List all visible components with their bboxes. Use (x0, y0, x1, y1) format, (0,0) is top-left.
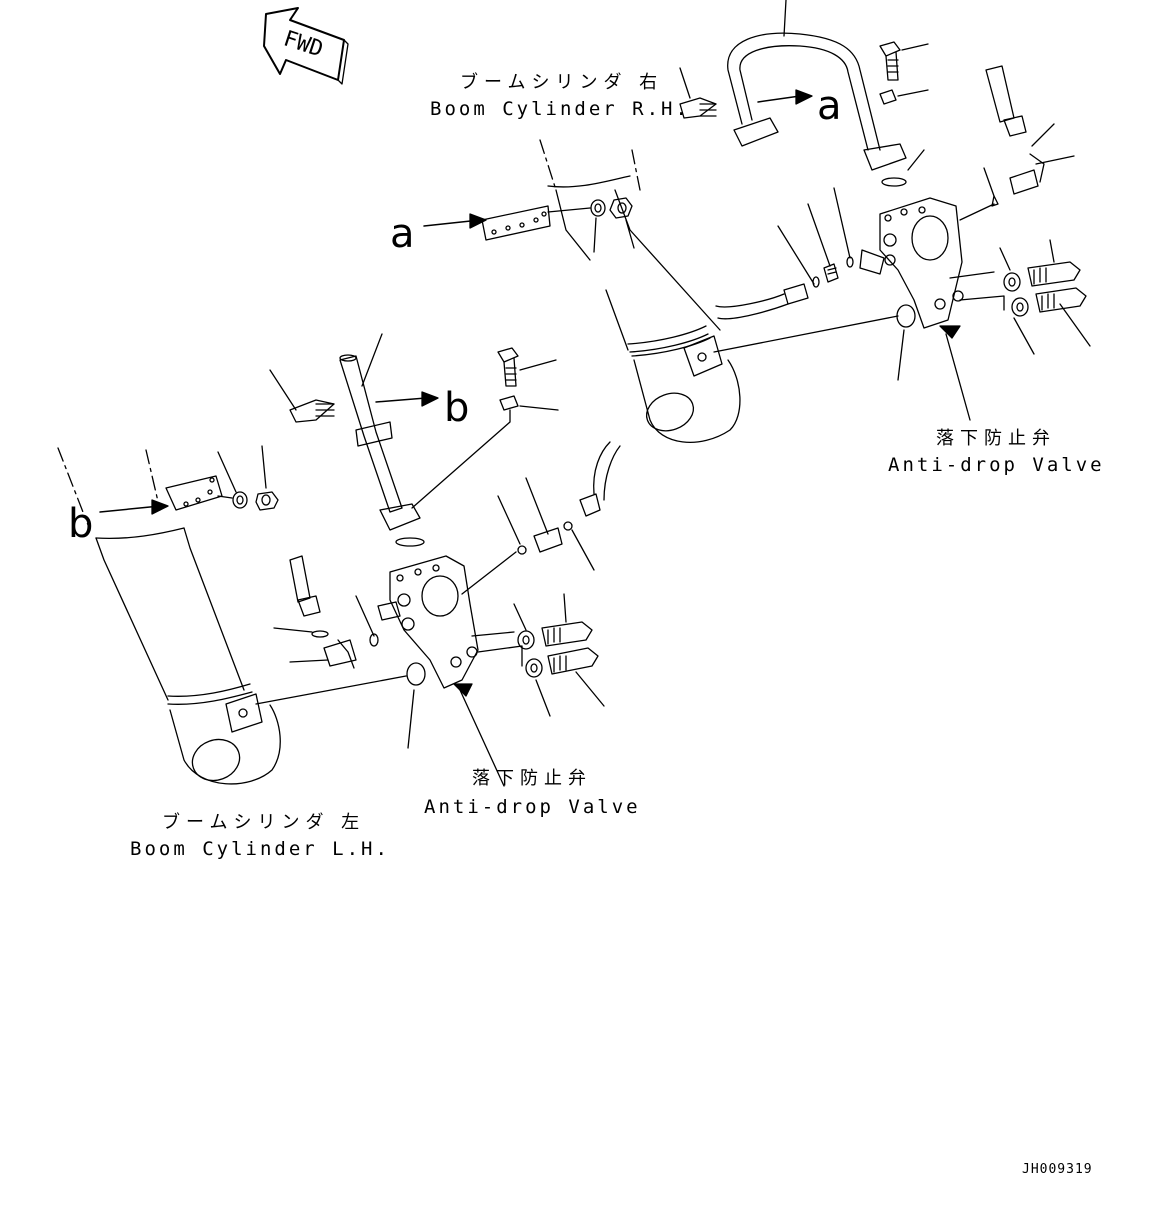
anti-drop-valve-rh (714, 66, 1090, 420)
bracket-b-lh (100, 446, 278, 514)
callout-b-right: b (444, 385, 470, 431)
anti-drop-valve-rh-jp-label: 落下防止弁 (936, 428, 1056, 449)
callout-a-left: a (390, 211, 415, 257)
pipe-lh (270, 334, 558, 546)
boom-cylinder-rh-en-label: Boom Cylinder R.H. (430, 98, 690, 120)
callout-a-right: a (817, 83, 842, 129)
boom-cylinder-lh-jp-label: ブームシリンダ 左 (162, 812, 366, 833)
bracket-a-rh (424, 198, 634, 252)
anti-drop-valve-lh-jp-label: 落下防止弁 (472, 768, 592, 789)
anti-drop-valve-lh-en-label: Anti-drop Valve (424, 796, 641, 818)
callout-b-left: b (68, 501, 94, 547)
document-id: JH009319 (1022, 1162, 1093, 1177)
anti-drop-valve-rh-en-label: Anti-drop Valve (888, 454, 1105, 476)
pipe-rh (680, 0, 928, 186)
boom-cylinder-rh-jp-label: ブームシリンダ 右 (460, 72, 664, 93)
boom-cylinder-lh (58, 448, 280, 787)
anti-drop-valve-lh (256, 442, 620, 786)
fwd-arrow-icon: FWD (264, 8, 348, 84)
boom-cylinder-lh-en-label: Boom Cylinder L.H. (130, 838, 390, 860)
boom-cylinder-rh (540, 140, 740, 442)
